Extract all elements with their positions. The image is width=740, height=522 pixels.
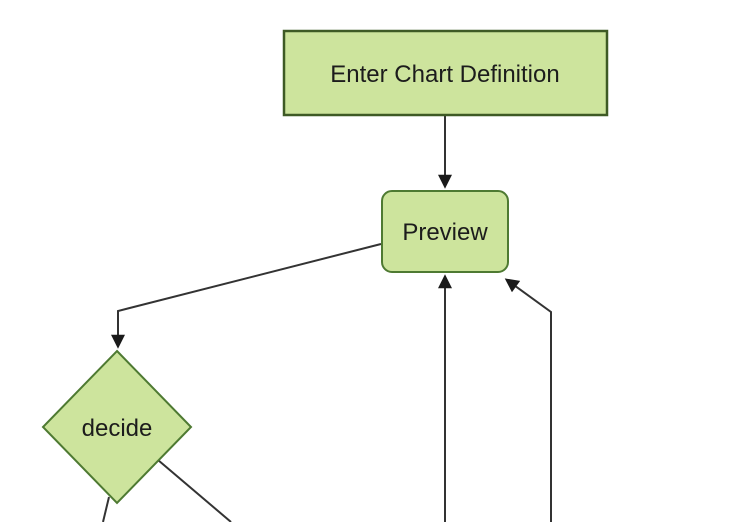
enter-chart-definition-box — [282, 29, 609, 117]
preview-label: Preview — [402, 219, 488, 246]
decide-diamond — [41, 349, 193, 505]
edge-bottom-right-to-preview — [504, 278, 552, 522]
edge-decide-to-offscreen-left — [102, 496, 110, 522]
node-decide: decide — [41, 349, 193, 505]
node-preview: Preview — [381, 190, 509, 273]
decide-label: decide — [82, 415, 153, 442]
edge-decide-to-offscreen-right — [157, 459, 232, 522]
node-enter-chart-definition: Enter Chart Definition — [282, 29, 609, 117]
enter-chart-definition-label: Enter Chart Definition — [330, 61, 559, 88]
preview-box — [381, 190, 509, 273]
edge-preview-to-decide — [111, 243, 382, 349]
